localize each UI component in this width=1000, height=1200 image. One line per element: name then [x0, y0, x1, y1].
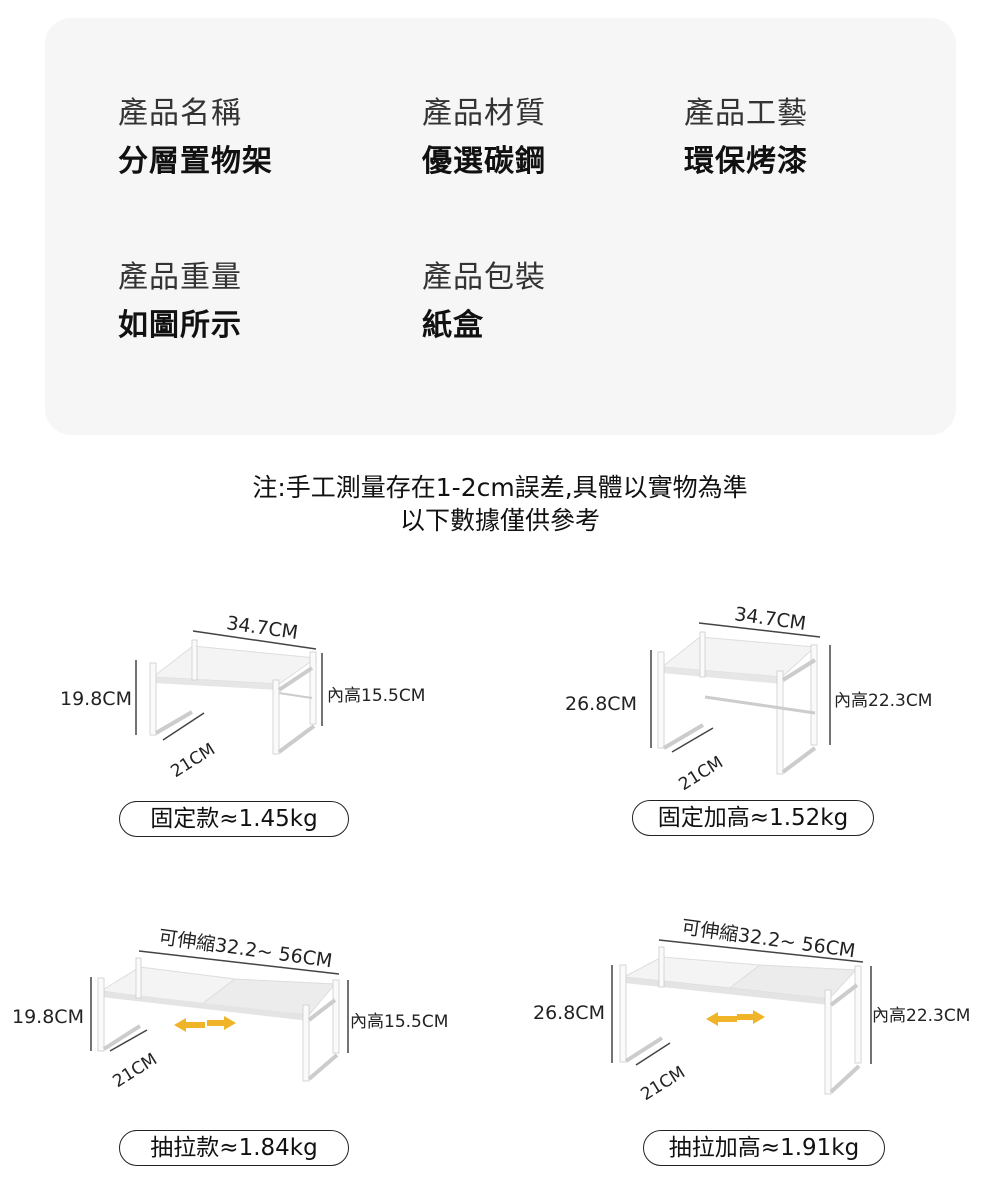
height-label: 26.8CM	[565, 693, 637, 715]
spec-card	[45, 18, 956, 435]
spec-label: 產品名稱	[118, 96, 242, 131]
reference-note: 以下數據僅供參考	[399, 506, 600, 535]
spec-product-name: 產品名稱 分層置物架	[118, 96, 273, 180]
spec-material: 產品材質 優選碳鋼	[422, 96, 546, 180]
spec-value: 如圖所示	[118, 308, 242, 343]
spec-weight: 產品重量 如圖所示	[118, 260, 242, 344]
spec-label: 產品工藝	[684, 96, 808, 131]
spec-value: 環保烤漆	[684, 144, 808, 179]
spec-label: 產品包裝	[422, 260, 546, 295]
spec-label: 產品重量	[118, 260, 242, 295]
height-label: 26.8CM	[533, 1002, 605, 1024]
variant-badge: 抽拉加高≈1.91kg	[643, 1130, 885, 1166]
variant-badge: 固定加高≈1.52kg	[632, 800, 874, 836]
inner-height-label: 內高22.3CM	[834, 691, 933, 711]
height-label: 19.8CM	[60, 688, 132, 710]
inner-height-label: 內高15.5CM	[327, 686, 426, 706]
height-label: 19.8CM	[12, 1006, 84, 1028]
variant-badge: 抽拉款≈1.84kg	[119, 1130, 349, 1166]
spec-value: 紙盒	[422, 308, 484, 343]
inner-height-label: 內高22.3CM	[872, 1006, 971, 1026]
spec-craft: 產品工藝 環保烤漆	[684, 96, 808, 180]
variant-badge: 固定款≈1.45kg	[119, 801, 349, 837]
spec-label: 產品材質	[422, 96, 546, 131]
spec-value: 分層置物架	[118, 144, 273, 179]
measurement-note: 注:手工測量存在1-2cm誤差,具體以實物為準	[252, 473, 748, 502]
spec-value: 優選碳鋼	[422, 144, 546, 179]
spec-packaging: 產品包裝 紙盒	[422, 260, 546, 344]
inner-height-label: 內高15.5CM	[350, 1012, 449, 1032]
